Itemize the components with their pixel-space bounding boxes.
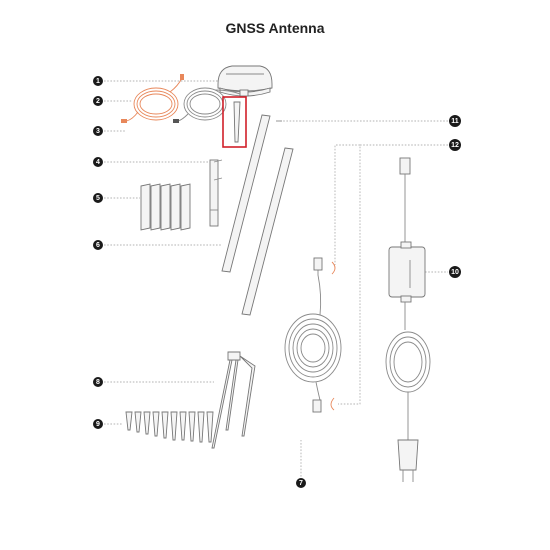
svg-text:5: 5 — [96, 195, 100, 202]
antenna-cable-orange — [121, 74, 184, 123]
mounting-rod — [222, 96, 247, 148]
callout-2: 2 — [93, 96, 103, 106]
callout-9: 9 — [93, 419, 103, 429]
svg-text:4: 4 — [96, 159, 100, 166]
highlight-box — [222, 96, 247, 148]
svg-text:9: 9 — [96, 421, 100, 428]
long-coiled-cable — [284, 257, 342, 413]
spacer-blocks — [140, 183, 191, 231]
callout-3: 3 — [93, 126, 103, 136]
svg-text:2: 2 — [96, 98, 100, 105]
short-pole — [209, 159, 223, 227]
callout-5: 5 — [93, 193, 103, 203]
callout-11: 11 — [449, 115, 461, 127]
callout-7: 7 — [296, 478, 306, 488]
callout-6: 6 — [93, 240, 103, 250]
ground-pegs — [125, 411, 214, 443]
gnss-antenna-unit — [217, 65, 273, 97]
svg-text:6: 6 — [96, 242, 100, 249]
svg-text:3: 3 — [96, 128, 100, 135]
svg-text:12: 12 — [451, 142, 459, 149]
diagram-title: GNSS Antenna — [225, 20, 325, 36]
svg-text:8: 8 — [96, 379, 100, 386]
callout-4: 4 — [93, 157, 103, 167]
callout-1: 1 — [93, 76, 103, 86]
svg-text:10: 10 — [451, 269, 459, 276]
callout-10: 10 — [449, 266, 461, 278]
extension-poles — [221, 114, 294, 316]
callout-12: 12 — [449, 139, 461, 151]
svg-text:7: 7 — [299, 480, 303, 487]
leader-12b — [334, 144, 360, 265]
svg-text:1: 1 — [96, 78, 100, 85]
svg-text:11: 11 — [451, 118, 459, 125]
power-supply-unit — [385, 157, 431, 482]
callout-8: 8 — [93, 377, 103, 387]
ground-stake-mount — [211, 351, 256, 449]
